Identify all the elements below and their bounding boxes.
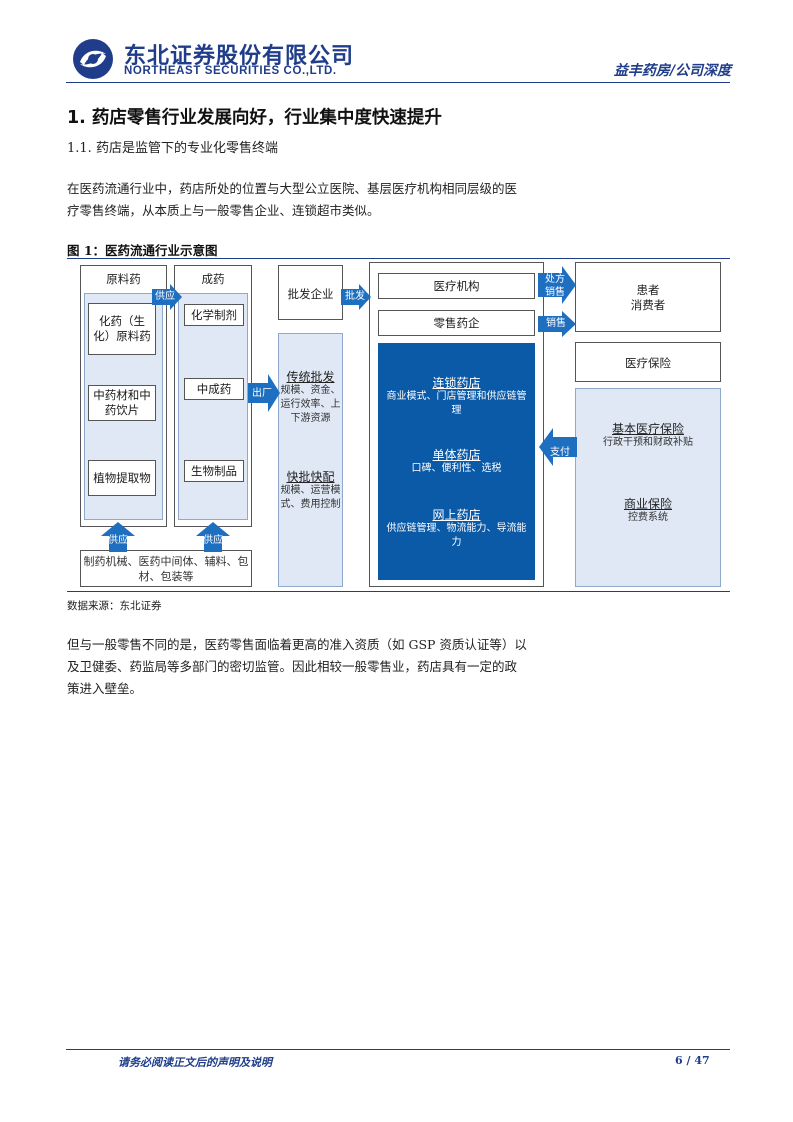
company-name-en: NORTHEAST SECURITIES CO.,LTD. bbox=[124, 65, 337, 77]
figure-source: 数据来源：东北证券 bbox=[67, 600, 162, 612]
raw-item-herbal: 中药材和中药饮片 bbox=[88, 385, 156, 421]
figure-bottom-rule bbox=[67, 591, 730, 592]
basic-insurance-desc: 行政干预和财政补贴 bbox=[603, 437, 693, 448]
section-heading: 1. 药店零售行业发展向好，行业集中度快速提升 bbox=[67, 108, 442, 128]
paragraph-line: 但与一般零售不同的是，医药零售面临着更高的准入资质（如 GSP 资质认证等）以 bbox=[67, 637, 527, 652]
retail-pharma-box: 零售药企 bbox=[378, 310, 535, 336]
prescription-arrow-icon bbox=[538, 266, 576, 304]
traditional-wholesale-title: 传统批发 bbox=[286, 370, 335, 384]
online-pharmacy-desc: 供应链管理、物流能力、导流能力 bbox=[386, 523, 527, 548]
page-number: 6 / 47 bbox=[675, 1054, 710, 1067]
paragraph-regulation: 但与一般零售不同的是，医药零售面临着更高的准入资质（如 GSP 资质认证等）以 … bbox=[67, 634, 587, 700]
outflow-arrow-label: 出厂 bbox=[252, 388, 272, 399]
pharmacy-types-panel bbox=[378, 343, 535, 580]
commercial-insurance-desc: 控费系统 bbox=[628, 512, 668, 523]
subsection-heading: 1.1. 药店是监管下的专业化零售终端 bbox=[67, 141, 278, 156]
raw-material-title: 原料药 bbox=[106, 272, 141, 286]
footer-disclaimer: 请务必阅读正文后的声明及说明 bbox=[118, 1056, 272, 1069]
footer-divider bbox=[66, 1049, 730, 1050]
finished-item-tcm: 中成药 bbox=[184, 378, 244, 400]
company-logo-icon bbox=[73, 39, 113, 79]
chain-pharmacy-title: 连锁药店 bbox=[432, 376, 481, 390]
company-name-cn: 东北证券股份有限公司 bbox=[124, 44, 355, 69]
patients-box bbox=[575, 262, 721, 332]
insurance-box bbox=[575, 342, 721, 382]
supply-arrow-label: 供应 bbox=[155, 291, 175, 302]
paragraph-line: 策进入壁垒。 bbox=[67, 681, 143, 696]
wholesale-arrow-label: 批发 bbox=[345, 291, 365, 302]
prescription-label-2: 销售 bbox=[545, 287, 565, 298]
online-pharmacy-title: 网上药店 bbox=[432, 508, 481, 522]
insurance-panel bbox=[575, 388, 721, 587]
chain-pharmacy-desc: 商业模式、门店管理和供应链管理 bbox=[386, 391, 527, 416]
commercial-insurance-title: 商业保险 bbox=[623, 497, 672, 511]
report-tag: 益丰药房/公司深度 bbox=[613, 63, 731, 79]
supply-up-label-2: 供应 bbox=[203, 535, 223, 546]
finished-item-chemical: 化学制剂 bbox=[184, 304, 244, 326]
header-divider bbox=[66, 82, 730, 83]
single-pharmacy-desc: 口碑、便利性、选税 bbox=[411, 463, 502, 474]
finished-drug-title: 成药 bbox=[201, 272, 225, 286]
wholesale-company-label: 批发企业 bbox=[287, 287, 334, 301]
finished-item-biologic: 生物制品 bbox=[184, 460, 244, 482]
wholesale-arrow-icon bbox=[341, 284, 371, 310]
payment-arrow-label: 支付 bbox=[550, 447, 570, 458]
wholesale-panel bbox=[278, 333, 343, 587]
finished-drug-fill bbox=[178, 293, 248, 520]
medical-institution-box: 医疗机构 bbox=[378, 273, 535, 299]
inputs-box bbox=[80, 550, 252, 587]
consumers-label: 消费者 bbox=[630, 298, 666, 312]
fast-wholesale-title: 快批快配 bbox=[286, 470, 335, 484]
traditional-wholesale-desc: 规模、资金、运行效率、上下游资源 bbox=[280, 385, 341, 424]
inputs-label: 制药机械、医药中间体、辅料、包材、包装等 bbox=[83, 555, 249, 583]
figure-caption: 图 1：医药流通行业示意图 bbox=[67, 243, 218, 258]
basic-insurance-title: 基本医疗保险 bbox=[611, 422, 684, 436]
supply-arrow-right-icon bbox=[152, 284, 182, 310]
patients-label: 患者 bbox=[636, 283, 660, 297]
prescription-label-1: 处方 bbox=[545, 274, 565, 285]
supply-arrow-up-icon bbox=[101, 522, 135, 552]
supply-up-label-1: 供应 bbox=[108, 535, 128, 546]
single-pharmacy-title: 单体药店 bbox=[432, 448, 481, 462]
supply-arrow-up-icon-2 bbox=[196, 522, 230, 552]
outflow-arrow-icon bbox=[248, 374, 280, 412]
fast-wholesale-desc: 规模、运营模式、费用控制 bbox=[280, 485, 341, 510]
wholesale-company-box bbox=[278, 265, 343, 320]
paragraph-line: 在医药流通行业中，药店所处的位置与大型公立医院、基层医疗机构相同层级的医 bbox=[67, 181, 518, 196]
sales-arrow-label: 销售 bbox=[546, 318, 566, 329]
paragraph-line: 及卫健委、药监局等多部门的密切监管。因此相较一般零售业，药店具有一定的政 bbox=[67, 659, 518, 674]
paragraph-intro: 在医药流通行业中，药店所处的位置与大型公立医院、基层医疗机构相同层级的医 疗零售… bbox=[67, 178, 587, 222]
payment-arrow-icon bbox=[539, 428, 577, 466]
figure-top-rule bbox=[67, 258, 730, 259]
insurance-label: 医疗保险 bbox=[625, 356, 671, 370]
sales-arrow-icon bbox=[538, 311, 576, 337]
paragraph-line: 疗零售终端，从本质上与一般零售企业、连锁超市类似。 bbox=[67, 203, 380, 218]
raw-item-plant-extract: 植物提取物 bbox=[88, 460, 156, 496]
raw-item-chemical: 化药（生化）原料药 bbox=[88, 303, 156, 355]
